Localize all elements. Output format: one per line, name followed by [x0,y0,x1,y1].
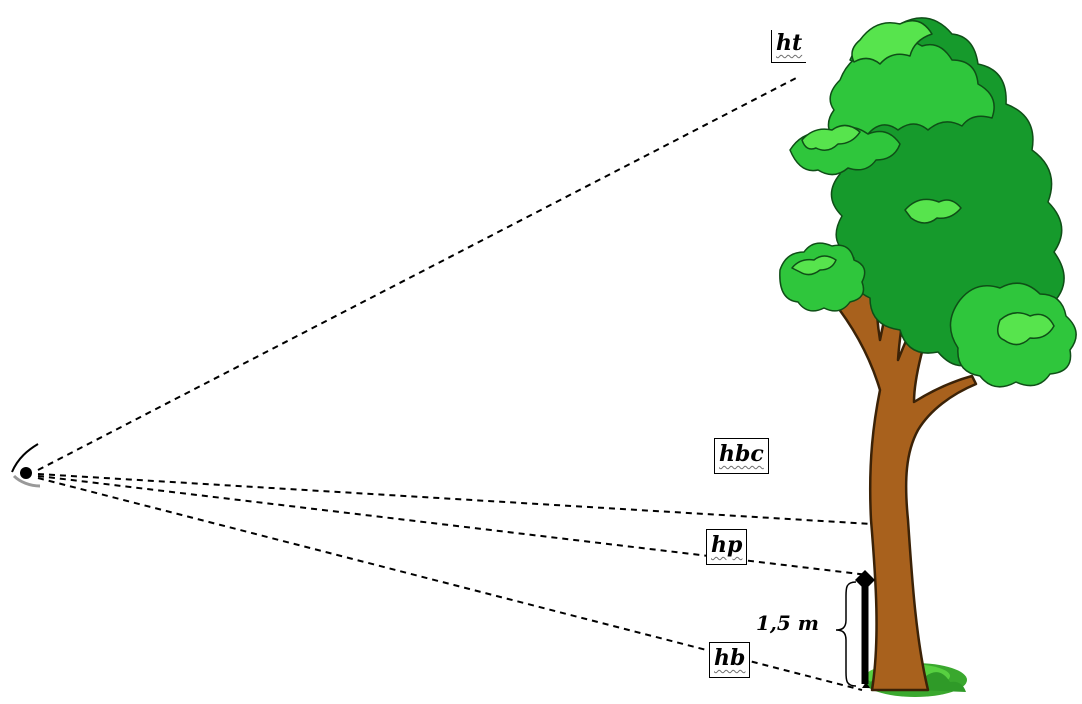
label-hbc: hbc [714,438,769,474]
sight-line-top [37,75,801,471]
tree-foliage [779,17,1077,388]
eye-icon [11,443,41,488]
measuring-pole [855,570,875,688]
height-brace [835,581,857,687]
sight-lines [37,75,873,691]
sight-line-crown-base [37,473,873,525]
label-hp: hp [706,529,748,565]
label-hb: hb [709,642,751,678]
label-pole-height: 1,5 m [756,611,819,635]
label-ht: ht [771,30,807,63]
